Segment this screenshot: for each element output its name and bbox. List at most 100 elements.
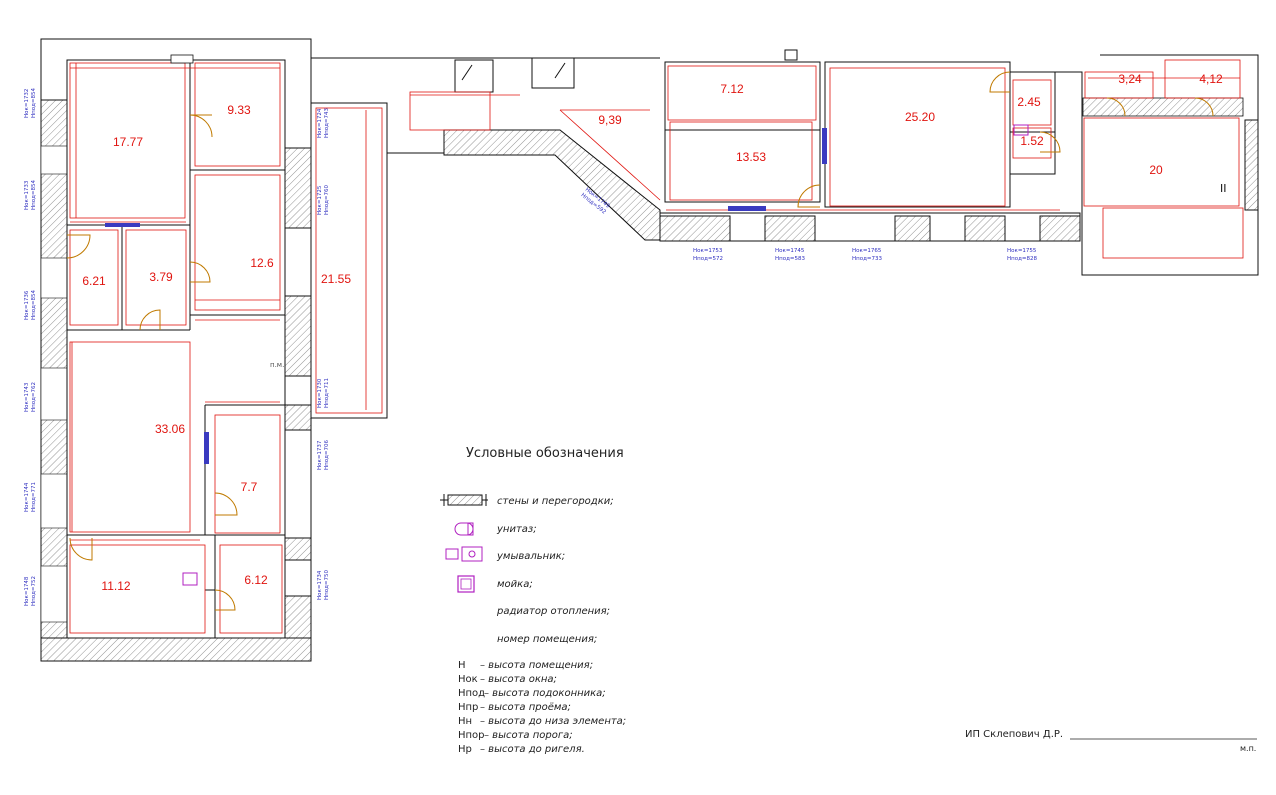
legend-text-room-number: номер помещения; (497, 634, 597, 645)
partition-wall (1082, 97, 1244, 117)
sink-icon (457, 575, 475, 593)
window-height-label: Нок=1725 (317, 185, 323, 215)
window-height-label: Нок=1744 (24, 482, 30, 512)
height-symbol: Нпод (458, 688, 485, 699)
bottom-wall-seg (1039, 215, 1081, 242)
signature-name: ИП Склепович Д.Р. (965, 729, 1063, 740)
room-area-label: 11.12 (101, 579, 130, 593)
window-height-label: Нок=1765 (852, 248, 882, 254)
room-area-label: 4,12 (1199, 72, 1223, 86)
window-height-label: Нок=1748 (24, 576, 30, 606)
room-area-label: 21.55 (321, 272, 351, 286)
room-area-label: 33.06 (155, 422, 185, 436)
window-height-label: Нок=1745 (775, 248, 805, 254)
toilet-icon (454, 522, 474, 536)
door-arc (214, 589, 236, 611)
height-symbol: Нпор (458, 730, 485, 741)
door-arc (69, 537, 93, 561)
height-desc: – высота проёма; (480, 702, 571, 713)
left-outer-frame (40, 38, 312, 662)
door-arc (797, 184, 821, 208)
window-sill-label: Нпод=711 (324, 378, 330, 408)
door-arc (1194, 97, 1214, 117)
roman-numeral: II (1220, 182, 1227, 195)
room-area-label: 12.6 (250, 256, 274, 270)
window-height-label: Нок=1724 (317, 108, 323, 138)
height-symbol: Нр (458, 744, 472, 755)
window-height-label: Нок=1734 (317, 570, 323, 600)
legend: Условные обозначения стены и перегородки… (440, 446, 626, 755)
right-wall-4 (284, 537, 312, 561)
window-sill-label: Нпод=583 (775, 256, 806, 262)
right-end-wall (1244, 119, 1259, 211)
door-arc (1106, 97, 1126, 117)
window-sill-label: Нпод=706 (324, 439, 330, 470)
bottom-wall (40, 637, 312, 662)
window-height-label: Нок=1730 (317, 378, 323, 408)
window-sill-label: Нпод=854 (31, 289, 37, 320)
window-sill-label: Нпод=750 (324, 569, 330, 600)
door-arc (214, 492, 238, 516)
window-height-label: Нок=1753 (693, 248, 723, 254)
legend-text-toilet: унитаз; (496, 524, 537, 535)
window-sill-label: Нпод=572 (693, 256, 723, 262)
height-symbol: Н (458, 660, 466, 671)
room-area-label: 7.12 (720, 82, 744, 96)
window-height-label: Нок=1732 (24, 89, 30, 118)
signature-block: ИП Склепович Д.Р. м.п. (965, 729, 1257, 753)
bottom-wall-seg (659, 215, 731, 242)
legend-text-washbasin: умывальник; (496, 551, 565, 562)
bottom-wall-seg (964, 215, 1006, 242)
window-sill-label: Нпод=733 (852, 256, 883, 262)
room-area-label: 25.20 (905, 110, 935, 124)
height-desc: – высота порога; (484, 730, 573, 741)
window-sill-label: Нпод=752 (31, 576, 37, 606)
room-labels: 17.77 9.33 6.21 3.79 12.6 21.55 33.06 7.… (82, 72, 1226, 593)
room-area-label: 13.53 (736, 150, 766, 164)
window-sill-label: Нпод=854 (31, 87, 37, 118)
right-wall-2 (284, 295, 312, 377)
door-arc (139, 309, 161, 331)
radiator (822, 128, 827, 164)
door-arc (189, 114, 213, 138)
window-height-label: Нок=1755 (1007, 248, 1037, 254)
room-area-label: 17.77 (113, 135, 143, 149)
room-area-label: 3.79 (149, 270, 173, 284)
washbasin-icon (445, 546, 483, 562)
toilet (1013, 124, 1029, 136)
balcony-column (310, 102, 388, 419)
room-area-label: 9.33 (227, 103, 251, 117)
legend-text-walls: стены и перегородки; (497, 496, 614, 507)
angled-wall (443, 129, 661, 241)
right-wall-3 (284, 404, 312, 431)
door-arc (66, 234, 91, 259)
height-symbol: Нпр (458, 702, 478, 713)
window-sill-label: Нпод=760 (324, 184, 330, 215)
window-height-label: Нок=1737 (317, 440, 323, 470)
window-sill-label: Нпод=762 (31, 382, 37, 412)
height-desc: – высота до ригеля. (480, 744, 585, 755)
window-sill-label: Нпод=743 (324, 107, 330, 138)
height-desc: – высота до низа элемента; (480, 716, 626, 727)
stairs (531, 57, 575, 89)
window-height-label: Нок=1743 (24, 382, 30, 412)
door-arc (989, 71, 1011, 93)
room-area-label: 3,24 (1118, 72, 1142, 86)
room-area-label: 20 (1149, 163, 1163, 177)
window-sill-label: Нпод=854 (31, 179, 37, 210)
bottom-wall-seg (894, 215, 931, 242)
radiator (105, 223, 140, 227)
height-desc: – высота окна; (480, 674, 557, 685)
left-block (40, 38, 312, 662)
window-height-label: Нок=1736 (24, 290, 30, 320)
room-area-label: 7.7 (241, 480, 258, 494)
right-wall-1 (284, 147, 312, 229)
height-desc: – высота подоконника; (484, 688, 606, 699)
legend-title: Условные обозначения (466, 446, 624, 461)
room-area-label: 9,39 (598, 113, 622, 127)
room-area-label: 6.21 (82, 274, 106, 288)
wall-hatch-icon (440, 494, 488, 506)
door-arc (189, 261, 211, 283)
window-sill-label: Нпод=771 (31, 482, 37, 512)
